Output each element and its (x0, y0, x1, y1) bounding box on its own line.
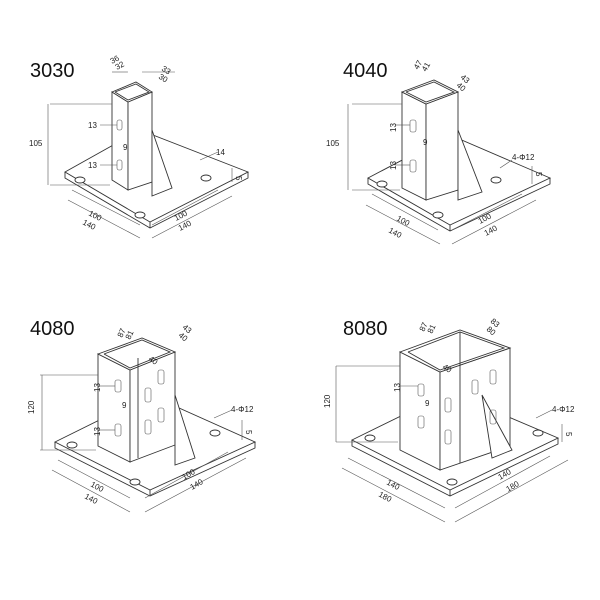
mount-hole (134, 211, 146, 219)
bracket-drawing-8080: 120 87 81 83 80 40 13 9 4-Φ12 5 140 180 … (323, 317, 575, 523)
height-label: 105 (326, 139, 340, 148)
thickness-label: 5 (564, 432, 573, 437)
panel-4040: 4040 105 47 41 43 40 13 9 13 4-Φ12 5 (300, 0, 600, 300)
mount-hole (364, 434, 376, 442)
slot-dim-c: 13 (389, 161, 398, 170)
hole-label: 4-Φ12 (552, 405, 575, 414)
top-outer-label: 87 (116, 326, 128, 338)
mount-hole (490, 176, 502, 184)
base-outer-right-label: 140 (483, 223, 499, 237)
model-title: 4040 (343, 60, 388, 82)
slot-dim-c: 13 (93, 427, 102, 436)
top-outer-label: 87 (418, 320, 430, 332)
thickness-label: 5 (234, 176, 243, 181)
mount-hole (209, 429, 221, 437)
panel-8080: 8080 120 87 81 83 80 40 (300, 300, 600, 600)
slot-dim-c: 13 (88, 161, 97, 170)
bracket-drawing-3030: 105 36 32 33 30 13 9 13 14 5 100 140 100… (29, 53, 250, 239)
height-label: 105 (29, 139, 43, 148)
mount-hole (432, 211, 444, 219)
mount-hole (376, 180, 388, 188)
slot-dim-b: 9 (122, 401, 127, 410)
base-inner-right-label: 140 (497, 467, 514, 482)
base-outer-right-label: 180 (505, 479, 522, 494)
hole-label: 4-Φ12 (231, 405, 254, 414)
gusset (151, 129, 173, 197)
mount-hole (532, 429, 544, 437)
base-outer-left-label: 140 (387, 226, 403, 240)
slot-dim-a: 13 (88, 121, 97, 130)
panel-3030: 3030 105 36 32 3 (0, 0, 300, 300)
slot-dim-a: 13 (393, 383, 402, 392)
base-outer-right-label: 140 (189, 477, 206, 492)
top-inner-label: 81 (124, 328, 136, 340)
thickness-label: 5 (244, 430, 253, 435)
mount-hole (66, 441, 78, 449)
model-title: 3030 (30, 60, 75, 82)
base-outer-left-label: 180 (377, 490, 393, 504)
slot-dim-b: 9 (423, 138, 428, 147)
bracket-drawing-4080: 120 87 81 43 40 40 13 9 13 4-Φ12 5 100 1… (27, 323, 257, 513)
panel-4080: 4080 120 87 81 43 40 40 (0, 300, 300, 600)
base-inner-left-label: 100 (89, 480, 105, 494)
slot-dim-a: 13 (389, 123, 398, 132)
height-label: 120 (27, 400, 36, 414)
thickness-label: 5 (534, 172, 543, 177)
base-inner-left-label: 140 (385, 478, 401, 492)
height-label: 120 (323, 394, 332, 408)
bracket-drawing-4040: 105 47 41 43 40 13 9 13 4-Φ12 5 100 140 … (326, 58, 552, 245)
mount-hole (129, 478, 141, 486)
hole-label: 14 (216, 148, 225, 157)
model-title: 4080 (30, 318, 75, 340)
mount-hole (200, 174, 212, 182)
mount-hole (74, 176, 86, 184)
hole-label: 4-Φ12 (512, 153, 535, 162)
slot-dim-b: 9 (123, 143, 128, 152)
top-inner-label: 81 (426, 322, 438, 334)
slot-dim-a: 13 (93, 383, 102, 392)
mount-hole (446, 478, 458, 486)
slot-dim-b: 9 (425, 399, 430, 408)
model-title: 8080 (343, 318, 388, 340)
base-inner-left-label: 100 (395, 214, 411, 228)
